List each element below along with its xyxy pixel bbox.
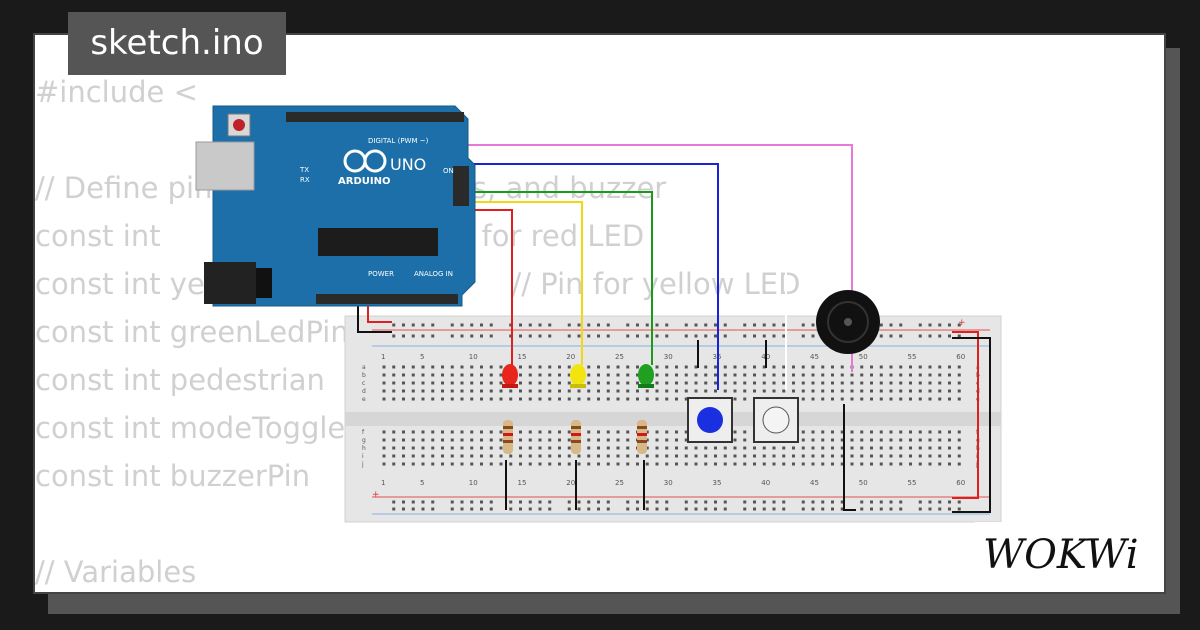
code-line: const int buzzerPin [35,459,311,493]
breadboard-row-letter: f [362,429,365,436]
pedestrian-button[interactable] [687,397,733,443]
breadboard-row-letter: g [362,437,366,444]
breadboard-column-number: 1 [381,353,385,361]
svg-text:WOKWi: WOKWi [983,532,1139,578]
breadboard-row-letter: h [362,445,366,452]
svg-text:+: + [958,318,966,328]
buzzer[interactable] [816,290,880,354]
breadboard-row-letter: j [361,461,364,468]
breadboard-column-number: 50 [859,353,868,361]
svg-text:+: + [372,490,380,500]
breadboard-column-number: 1 [381,479,385,487]
board-model: UNO [390,155,426,174]
breadboard-column-number: 40 [761,479,770,487]
breadboard-row-letter: i [362,453,364,460]
breadboard-column-number: 35 [713,353,722,361]
breadboard-column-number: 45 [810,479,819,487]
svg-text:RX: RX [300,176,310,184]
breadboard-column-number: 5 [420,353,424,361]
breadboard-column-number: 25 [615,479,624,487]
code-line: // Variables [35,555,197,589]
yellow-led[interactable] [570,364,586,388]
arduino-uno-board[interactable]: UNO ARDUINO DIGITAL (PWM ~) POWER ANALOG… [195,105,476,307]
resistors [503,420,647,454]
breadboard-row-letter: c [362,380,365,387]
breadboard-column-number: 60 [956,479,965,487]
green-led[interactable] [638,364,654,388]
breadboard-row-letter: e [362,396,366,403]
breadboard-column-number: 30 [664,353,673,361]
breadboard-column-number: 10 [469,479,478,487]
breadboard-column-number: 55 [908,479,917,487]
atmega-chip [318,228,438,256]
breadboard-column-number: 60 [956,353,965,361]
breadboard-column-number: 50 [859,479,868,487]
breadboard-column-number: 10 [469,353,478,361]
arduino-logo [343,149,387,173]
red-led[interactable] [502,364,518,388]
breadboard-column-number: 25 [615,353,624,361]
breadboard-column-number: 55 [908,353,917,361]
svg-text:TX: TX [299,166,309,174]
code-line: const int greenLedPin [35,315,349,349]
breadboard-column-number: 30 [664,479,673,487]
analog-label: ANALOG IN [414,270,453,278]
digital-label: DIGITAL (PWM ~) [368,137,429,145]
reset-button [233,119,245,131]
power-analog-header [316,294,458,304]
breadboard-column-number: 20 [566,353,575,361]
wire-rail-black [952,337,991,513]
digital-header [286,112,464,122]
breadboard-row-letter: a [362,364,366,371]
breadboard-column-number: 15 [518,353,527,361]
breadboard-column-number: 35 [713,479,722,487]
breadboard-row-letter: j [975,461,978,468]
wokwi-logo: WOKWi [975,522,1150,584]
breadboard-column-number: 15 [518,479,527,487]
usb-port [195,141,255,191]
breadboard-column-number: 20 [566,479,575,487]
wire-rail-red [952,331,979,499]
breadboard-column-number: 45 [810,353,819,361]
power-jack [204,262,256,304]
file-tab[interactable]: sketch.ino [68,12,286,75]
code-line: #include < [35,75,198,109]
board-brand: ARDUINO [338,176,390,187]
mode-toggle-button[interactable] [753,397,799,443]
power-label: POWER [368,270,394,278]
svg-text:ON: ON [443,167,454,175]
breadboard-column-number: 5 [420,479,424,487]
breadboard-row-letter: b [362,372,366,379]
breadboard-row-letter: d [362,388,366,395]
